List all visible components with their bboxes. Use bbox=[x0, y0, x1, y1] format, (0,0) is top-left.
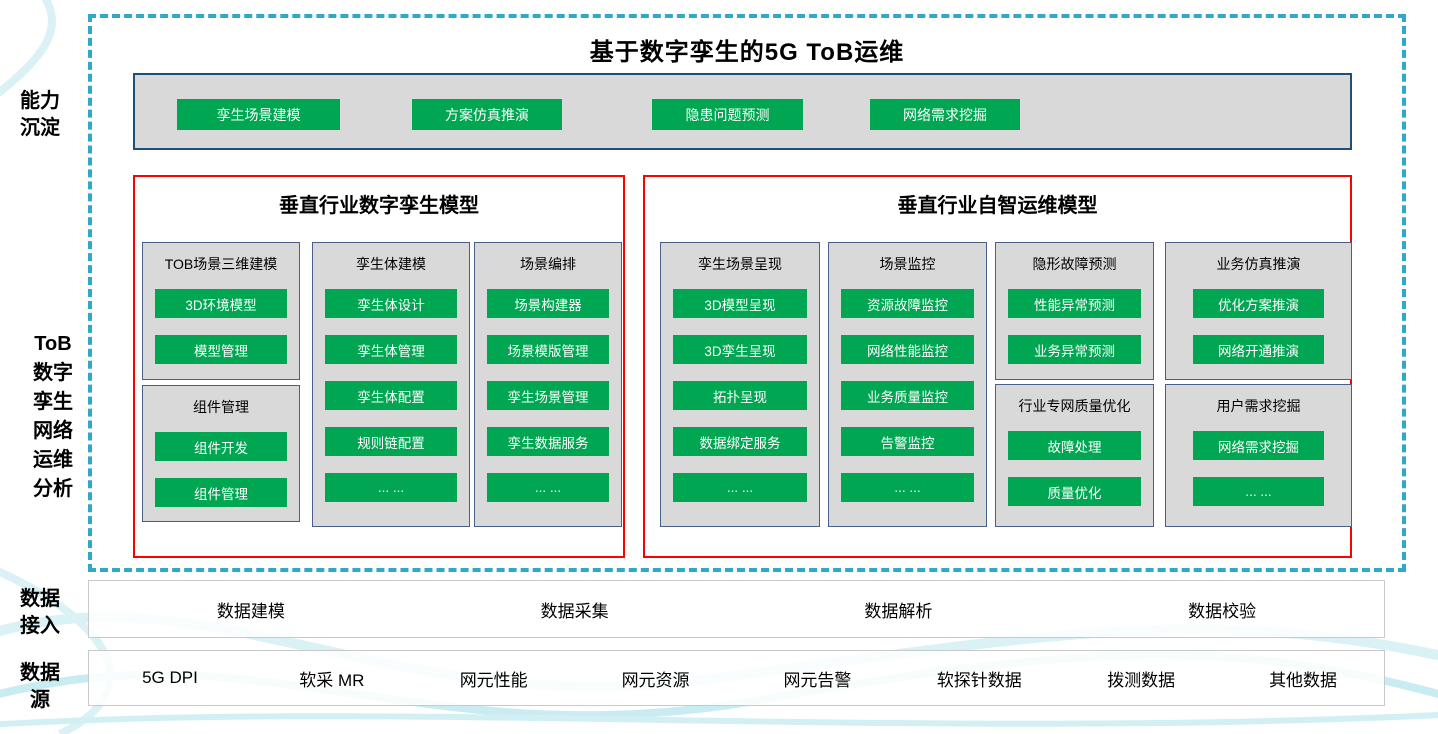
module-item: 数据绑定服务 bbox=[673, 427, 807, 456]
data-source-item: 网元资源 bbox=[621, 670, 690, 690]
data-source-item: 网元性能 bbox=[459, 670, 528, 690]
data-source-item: 拨测数据 bbox=[1107, 670, 1176, 690]
module-item: 场景构建器 bbox=[487, 289, 609, 318]
panel-title: 组件管理 bbox=[193, 399, 249, 415]
module-item: 组件开发 bbox=[155, 432, 287, 461]
module-item: ... ... bbox=[841, 473, 974, 502]
module-item: 质量优化 bbox=[1008, 477, 1141, 506]
module-item: 模型管理 bbox=[155, 335, 287, 364]
panel-title: 隐形故障预测 bbox=[1032, 256, 1117, 272]
module-item: ... ... bbox=[1193, 477, 1324, 506]
module-item: 业务异常预测 bbox=[1008, 335, 1141, 364]
data-access-item: 数据建模 bbox=[216, 601, 285, 621]
module-item: 孪生场景管理 bbox=[487, 381, 609, 410]
panel-scene-monitoring: 场景监控 资源故障监控 网络性能监控 业务质量监控 告警监控 ... ... bbox=[828, 242, 987, 527]
left-box-title: 垂直行业数字孪生模型 bbox=[279, 195, 479, 217]
main-dashed-container bbox=[88, 14, 1406, 572]
capability-item: 方案仿真推演 bbox=[412, 99, 562, 130]
data-access-item: 数据解析 bbox=[864, 601, 933, 621]
autonomous-om-model-box: 垂直行业自智运维模型 孪生场景呈现 3D模型呈现 3D孪生呈现 拓扑呈现 数据绑… bbox=[643, 175, 1352, 558]
module-item: 3D孪生呈现 bbox=[673, 335, 807, 364]
panel-hidden-fault-prediction: 隐形故障预测 性能异常预测 业务异常预测 bbox=[995, 242, 1154, 380]
module-item: 组件管理 bbox=[155, 478, 287, 507]
capability-bar: 孪生场景建模 方案仿真推演 隐患问题预测 网络需求挖掘 bbox=[133, 73, 1352, 150]
panel-business-simulation: 业务仿真推演 优化方案推演 网络开通推演 bbox=[1165, 242, 1352, 380]
module-item: ... ... bbox=[325, 473, 457, 502]
module-item: 告警监控 bbox=[841, 427, 974, 456]
panel-title: 场景监控 bbox=[879, 256, 936, 272]
data-access-row: 数据建模 数据采集 数据解析 数据校验 bbox=[88, 580, 1385, 638]
right-box-title: 垂直行业自智运维模型 bbox=[897, 195, 1098, 217]
module-item: 3D模型呈现 bbox=[673, 289, 807, 318]
panel-title: TOB场景三维建模 bbox=[164, 256, 278, 272]
module-item: 3D环境模型 bbox=[155, 289, 287, 318]
panel-scene-orchestration: 场景编排 场景构建器 场景模版管理 孪生场景管理 孪生数据服务 ... ... bbox=[474, 242, 622, 527]
capability-item: 孪生场景建模 bbox=[177, 99, 340, 130]
module-item: 网络需求挖掘 bbox=[1193, 431, 1324, 460]
module-item: 性能异常预测 bbox=[1008, 289, 1141, 318]
module-item: ... ... bbox=[673, 473, 807, 502]
module-item: 资源故障监控 bbox=[841, 289, 974, 318]
data-access-item: 数据采集 bbox=[540, 601, 609, 621]
module-item: 优化方案推演 bbox=[1193, 289, 1324, 318]
module-item: 场景模版管理 bbox=[487, 335, 609, 364]
page-title: 基于数字孪生的5G ToB运维 bbox=[589, 39, 905, 66]
panel-title: 场景编排 bbox=[520, 256, 576, 272]
module-item: 孪生数据服务 bbox=[487, 427, 609, 456]
panel-title: 用户需求挖掘 bbox=[1216, 398, 1301, 414]
data-source-row: 5G DPI 软采 MR 网元性能 网元资源 网元告警 软探针数据 拨测数据 其… bbox=[88, 650, 1385, 706]
data-source-item: 网元告警 bbox=[783, 670, 852, 690]
digital-twin-model-box: 垂直行业数字孪生模型 TOB场景三维建模 3D环境模型 模型管理 组件管理 组件… bbox=[133, 175, 625, 558]
panel-twin-scene-presentation: 孪生场景呈现 3D模型呈现 3D孪生呈现 拓扑呈现 数据绑定服务 ... ... bbox=[660, 242, 820, 527]
side-label-data-access: 数据 接入 bbox=[20, 588, 60, 637]
data-access-item: 数据校验 bbox=[1188, 601, 1257, 621]
side-label-capability: 能力 沉淀 bbox=[20, 90, 60, 139]
module-item: 规则链配置 bbox=[325, 427, 457, 456]
capability-item: 隐患问题预测 bbox=[652, 99, 803, 130]
module-item: 孪生体设计 bbox=[325, 289, 457, 318]
side-label-tob-analysis: ToB 数字 孪生 网络 运维 分析 bbox=[33, 333, 73, 500]
panel-user-demand-mining: 用户需求挖掘 网络需求挖掘 ... ... bbox=[1165, 384, 1352, 527]
panel-title: 行业专网质量优化 bbox=[1018, 398, 1131, 414]
module-item: 故障处理 bbox=[1008, 431, 1141, 460]
module-item: 拓扑呈现 bbox=[673, 381, 807, 410]
panel-title: 孪生场景呈现 bbox=[698, 256, 782, 272]
module-item: 孪生体配置 bbox=[325, 381, 457, 410]
data-source-item: 其他数据 bbox=[1269, 670, 1338, 690]
module-item: 网络开通推演 bbox=[1193, 335, 1324, 364]
panel-tob-scene-3d-modeling: TOB场景三维建模 3D环境模型 模型管理 bbox=[142, 242, 300, 380]
data-source-item: 软探针数据 bbox=[936, 670, 1022, 690]
panel-title: 业务仿真推演 bbox=[1216, 256, 1301, 272]
module-item: 网络性能监控 bbox=[841, 335, 974, 364]
data-source-item: 软采 MR bbox=[299, 670, 365, 690]
module-item: 业务质量监控 bbox=[841, 381, 974, 410]
panel-twin-modeling: 孪生体建模 孪生体设计 孪生体管理 孪生体配置 规则链配置 ... ... bbox=[312, 242, 470, 527]
module-item: 孪生体管理 bbox=[325, 335, 457, 364]
data-source-item: 5G DPI bbox=[142, 668, 198, 687]
panel-component-management: 组件管理 组件开发 组件管理 bbox=[142, 385, 300, 522]
panel-title: 孪生体建模 bbox=[356, 256, 426, 272]
panel-industry-network-quality: 行业专网质量优化 故障处理 质量优化 bbox=[995, 384, 1154, 527]
module-item: ... ... bbox=[487, 473, 609, 502]
capability-item: 网络需求挖掘 bbox=[870, 99, 1020, 130]
side-label-data-source: 数据 源 bbox=[20, 662, 60, 711]
